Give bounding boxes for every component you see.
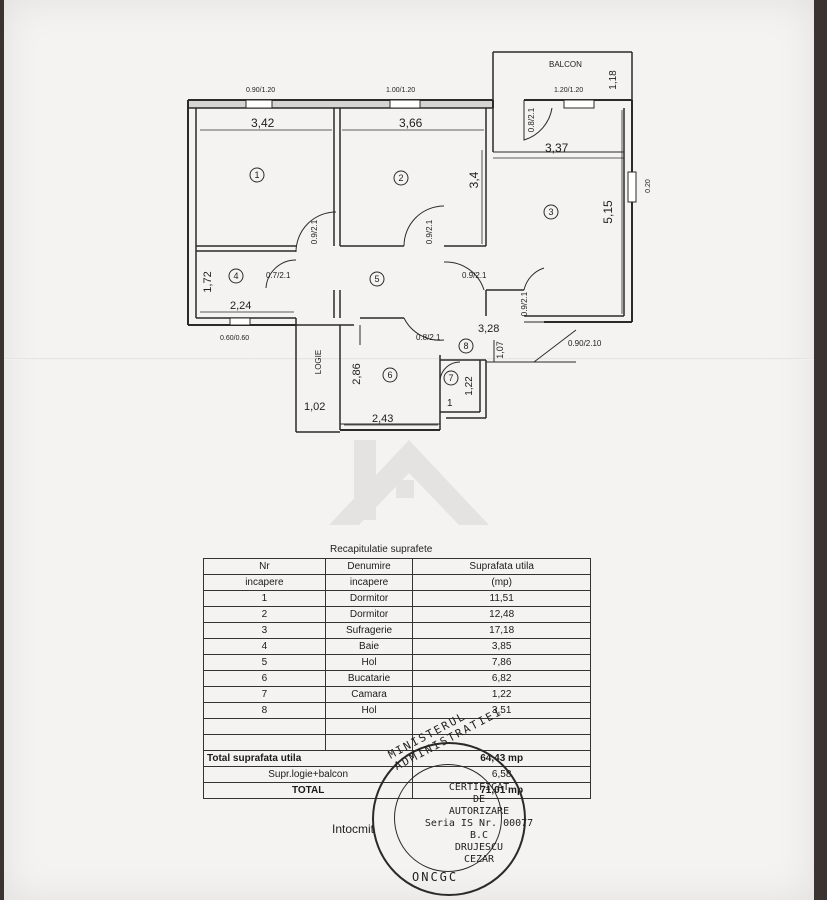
dim-door3: 0.9/2.1 xyxy=(462,271,487,280)
row-nr: 7 xyxy=(203,686,326,703)
header-supr-2: (mp) xyxy=(412,574,591,591)
table-row: 1 Dormitor 11,51 xyxy=(203,590,591,607)
dim-hall8-h: 1,07 xyxy=(495,341,505,359)
row-nr: 3 xyxy=(203,622,326,639)
row-area: 12,48 xyxy=(412,606,591,623)
dim-door-bath: 0.7/2.1 xyxy=(266,271,291,280)
dim-room2-w: 3,66 xyxy=(399,116,423,130)
dim-kitchen-h: 2,86 xyxy=(351,363,363,384)
stamp-line-3: AUTORIZARE xyxy=(448,806,510,817)
dim-logie-w: 1,02 xyxy=(304,401,325,413)
dim-door5: 0.8/2.1 xyxy=(416,333,441,342)
dim-room2-h: 3,4 xyxy=(467,171,481,188)
row-name: Hol xyxy=(324,702,414,719)
total-util-label: Total suprafata utila xyxy=(202,750,414,767)
row-name: Hol xyxy=(324,654,414,671)
table-row: 2 Dormitor 12,48 xyxy=(203,606,591,623)
table-title: Recapitulatie suprafete xyxy=(330,544,433,555)
stamp-line-1: CERTIFICAT xyxy=(448,782,510,793)
row-nr: 1 xyxy=(203,590,326,607)
dim-room3-w: 3,37 xyxy=(545,141,569,155)
row-area: 17,18 xyxy=(412,622,591,639)
room-number-7: 7 xyxy=(448,373,453,383)
header-den: Denumire xyxy=(324,558,414,575)
row-area: 6,82 xyxy=(412,670,591,687)
dim-door1: 0.9/2.1 xyxy=(310,219,319,244)
dim-door4: 0.9/2.1 xyxy=(520,291,529,316)
table-row: 8 Hol 3,51 xyxy=(203,702,591,719)
floor-plan: 1 2 3 4 5 6 7 8 BALCON 1,18 0.90/1.20 1.… xyxy=(187,51,652,525)
row-nr: 5 xyxy=(203,654,326,671)
dim-kitchen-w: 2,43 xyxy=(372,413,393,425)
prepared-by-label: Intocmit xyxy=(332,822,375,836)
header-supr: Suprafata utila xyxy=(412,558,591,575)
row-nr: 6 xyxy=(203,670,326,687)
logie-label: LOGIE xyxy=(314,350,323,374)
room-number-4: 4 xyxy=(233,271,238,281)
walls xyxy=(187,51,637,433)
table-header-row: Nr Denumire Suprafata utila xyxy=(203,558,591,575)
dim-door2: 0.9/2.1 xyxy=(425,219,434,244)
authorization-stamp: MINISTERUL ADMINISTRATIEI CERTIFICAT DE … xyxy=(372,705,533,896)
dim-pantry-w: 1 xyxy=(447,398,453,409)
stamp-inner-ring xyxy=(394,764,502,872)
dim-room1-w: 3,42 xyxy=(251,116,275,130)
dim-room3-h: 5,15 xyxy=(601,200,615,224)
header-den-2: incapere xyxy=(324,574,414,591)
stamp-bottom-text: ONCGC xyxy=(412,870,459,884)
table-row: 7 Camara 1,22 xyxy=(203,686,591,703)
table-row: 3 Sufragerie 17,18 xyxy=(203,622,591,639)
room-number-8: 8 xyxy=(463,341,468,351)
header-nr: Nr xyxy=(203,558,326,575)
room-number-3: 3 xyxy=(548,207,553,217)
stamp-line-2: DE xyxy=(472,794,486,805)
dim-balcony-h: 1,18 xyxy=(608,70,619,90)
row-nr: 4 xyxy=(203,638,326,655)
document-sheet: 1 2 3 4 5 6 7 8 BALCON 1,18 0.90/1.20 1.… xyxy=(4,0,814,900)
dim-entry-door: 0.90/2.10 xyxy=(568,339,602,348)
room-markers xyxy=(228,167,559,386)
row-area: 7,86 xyxy=(412,654,591,671)
dim-bath-h: 1,72 xyxy=(202,271,214,292)
row-name: Bucatarie xyxy=(324,670,414,687)
room-number-5: 5 xyxy=(374,274,379,284)
dim-win3: 1.20/1.20 xyxy=(554,87,583,94)
dim-pantry-h: 1,22 xyxy=(464,376,475,396)
row-nr: 2 xyxy=(203,606,326,623)
row-nr: 8 xyxy=(203,702,326,719)
stamp-line-7: CEZAR xyxy=(463,854,495,865)
row-name: Dormitor xyxy=(324,590,414,607)
stamp-line-6: DRUJESCU xyxy=(454,842,504,853)
dim-win1: 0.90/1.20 xyxy=(246,87,275,94)
stamp-line-5: B.C xyxy=(469,830,489,841)
row-area: 3,85 xyxy=(412,638,591,655)
room-numbers: 1 2 3 4 5 6 7 8 xyxy=(233,170,553,383)
stamp-line-4: Seria IS Nr. 00077 xyxy=(424,818,534,829)
room-number-2: 2 xyxy=(398,173,403,183)
paper-fold xyxy=(4,358,814,360)
table-header-row-2: incapere incapere (mp) xyxy=(203,574,591,591)
header-nr-2: incapere xyxy=(203,574,326,591)
room-number-6: 6 xyxy=(387,370,392,380)
dim-bath-w: 2,24 xyxy=(230,300,251,312)
stamp-text: CERTIFICAT DE AUTORIZARE Seria IS Nr. 00… xyxy=(404,782,554,866)
row-area: 11,51 xyxy=(412,590,591,607)
dim-door-balcon: 0.8/2.1 xyxy=(527,107,536,132)
row-name: Baie xyxy=(324,638,414,655)
row-name: Dormitor xyxy=(324,606,414,623)
table-row: 5 Hol 7,86 xyxy=(203,654,591,671)
table-row: 6 Bucatarie 6,82 xyxy=(203,670,591,687)
dim-hall-w: 3,28 xyxy=(478,323,499,335)
balcony-label: BALCON xyxy=(549,60,582,69)
plan-labels: BALCON 1,18 0.90/1.20 1.00/1.20 1.20/1.2… xyxy=(202,60,652,425)
row-name: Camara xyxy=(324,686,414,703)
table-empty-row xyxy=(203,718,591,735)
room-number-1: 1 xyxy=(254,170,259,180)
row-name: Sufragerie xyxy=(324,622,414,639)
dim-bath-win: 0.60/0.60 xyxy=(220,335,249,342)
watermark-logo xyxy=(329,440,489,525)
table-row: 4 Baie 3,85 xyxy=(203,638,591,655)
dim-wall-side: 0.20 xyxy=(645,179,652,193)
dim-win2: 1.00/1.20 xyxy=(386,87,415,94)
